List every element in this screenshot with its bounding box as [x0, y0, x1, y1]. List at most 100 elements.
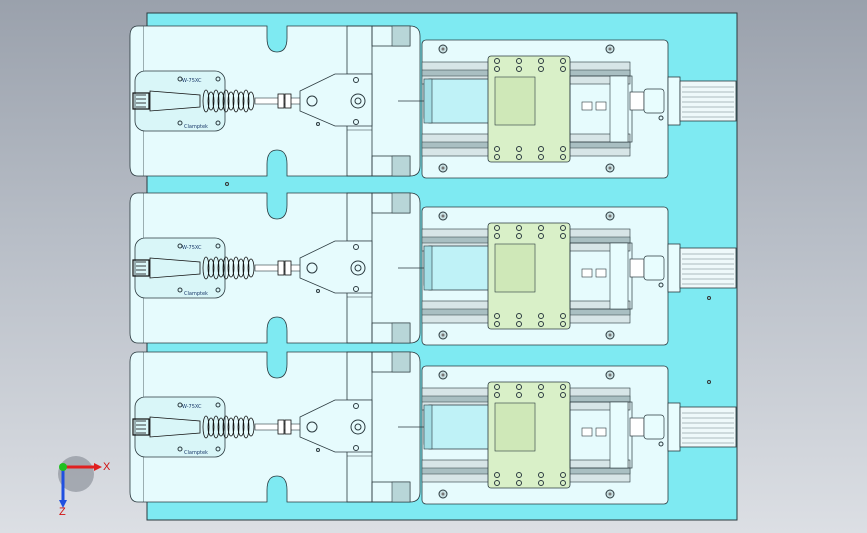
pivot-lever — [299, 240, 373, 294]
motor-flange — [643, 414, 665, 440]
spring-coil — [212, 415, 220, 439]
spring-coil — [207, 91, 215, 111]
hex-nut — [284, 93, 292, 109]
servo-motor — [679, 80, 737, 122]
spring-coil — [227, 417, 235, 437]
carriage-screw — [538, 146, 544, 152]
toggle-clamp-jaw — [132, 92, 150, 110]
pivot-pin — [354, 423, 362, 431]
carriage-screw — [560, 480, 566, 486]
carriage-screw — [538, 154, 544, 160]
cylinder-end-cap — [423, 78, 433, 124]
pivot-bearing — [350, 260, 366, 276]
spring-coil — [227, 258, 235, 278]
carriage-screw — [494, 233, 500, 239]
pivot-pin — [306, 95, 318, 107]
carriage-screw — [516, 58, 522, 64]
mount-hole — [215, 446, 221, 452]
spring-coil — [237, 258, 245, 278]
carriage-screw — [516, 384, 522, 390]
cap-screw-socket — [441, 333, 445, 337]
spring-coil — [247, 258, 255, 278]
carriage-screw — [538, 480, 544, 486]
pivot-pin — [354, 264, 362, 272]
clamp-arm — [149, 90, 201, 112]
sensor-block — [595, 101, 607, 111]
triad-shadow-disc — [58, 456, 94, 492]
carriage-screw — [538, 472, 544, 478]
carriage-screw — [538, 58, 544, 64]
carriage-screw — [560, 384, 566, 390]
mount-hole — [316, 289, 320, 293]
cap-screw-socket — [441, 47, 445, 51]
mount-hole — [353, 403, 359, 409]
hex-nut — [284, 419, 292, 435]
mount-hole — [177, 287, 183, 293]
motor-mount — [667, 243, 681, 293]
spring-coil — [222, 415, 230, 439]
mount-hole — [353, 244, 359, 250]
carriage-screw — [560, 146, 566, 152]
spring-coil — [202, 415, 210, 439]
carriage-screw — [494, 480, 500, 486]
carriage-screw — [494, 225, 500, 231]
mount-hole — [353, 77, 359, 83]
hex-nut — [277, 93, 285, 109]
carriage-screw — [538, 313, 544, 319]
end-bracket-face — [609, 75, 629, 143]
clamp-brand-label: Clamptek — [184, 291, 208, 297]
carriage-screw — [560, 154, 566, 160]
cap-screw-socket — [608, 214, 612, 218]
clamp-model-label: W-75XC — [182, 245, 202, 251]
mount-hole — [316, 448, 320, 452]
hex-nut — [284, 260, 292, 276]
mount-hole — [215, 243, 221, 249]
carriage-screw — [560, 225, 566, 231]
pivot-bearing — [350, 93, 366, 109]
spring-coil — [217, 91, 225, 111]
spring-coil — [222, 89, 230, 113]
spring-coil — [232, 89, 240, 113]
cap-screw-socket — [441, 492, 445, 496]
carriage-screw — [494, 321, 500, 327]
shaft-coupler — [629, 91, 645, 111]
toggle-clamp-jaw — [132, 418, 150, 436]
mount-hole — [177, 76, 183, 82]
stop-block-face — [391, 25, 411, 47]
toggle-clamp-jaw — [132, 259, 150, 277]
spring-coil — [202, 89, 210, 113]
carriage-screw — [560, 66, 566, 72]
clamp-model-label: W-75XC — [182, 404, 202, 410]
pivot-pin — [354, 97, 362, 105]
carriage-screw — [494, 472, 500, 478]
clamp-model-label: W-75XC — [182, 78, 202, 84]
mount-hole — [353, 119, 359, 125]
mount-hole — [316, 122, 320, 126]
hex-nut — [277, 419, 285, 435]
fixture-stations: ClamptekW-75XCClamptekW-75XCClamptekW-75… — [129, 25, 737, 505]
z-axis-head-icon — [59, 500, 67, 508]
cylinder-end-cap — [423, 245, 433, 291]
carriage-plate — [494, 76, 536, 126]
sensor-block — [581, 427, 593, 437]
cap-screw-socket — [608, 373, 612, 377]
carriage-screw — [560, 472, 566, 478]
spring-coil — [227, 91, 235, 111]
stop-block-face — [391, 481, 411, 503]
spring-coil — [242, 415, 250, 439]
mount-hole — [215, 287, 221, 293]
mount-hole — [177, 243, 183, 249]
cap-screw-socket — [441, 373, 445, 377]
spring-coil — [207, 417, 215, 437]
carriage-screw — [560, 233, 566, 239]
carriage-screw — [538, 233, 544, 239]
cap-screw-socket — [441, 214, 445, 218]
clamp-arm — [149, 257, 201, 279]
carriage-screw — [538, 384, 544, 390]
orientation-triad[interactable]: X Z — [50, 452, 110, 516]
carriage-screw — [560, 313, 566, 319]
carriage-screw — [516, 66, 522, 72]
carriage-plate — [494, 402, 536, 452]
sensor-block — [595, 427, 607, 437]
